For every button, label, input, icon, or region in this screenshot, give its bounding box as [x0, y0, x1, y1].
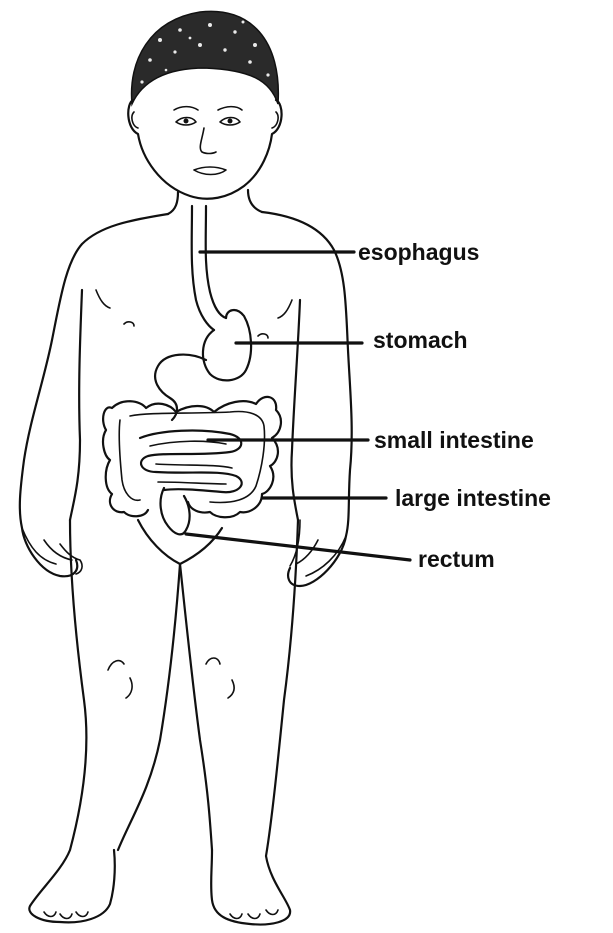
- child-body: [20, 190, 352, 924]
- right-knee: [206, 658, 234, 698]
- small-intestine-label: small intestine: [374, 427, 534, 453]
- right-leg-outer: [211, 520, 298, 924]
- digestive-organs: [103, 206, 281, 534]
- child-head: [128, 11, 281, 198]
- esophagus-tube: [192, 206, 214, 330]
- rectum-shape: [161, 488, 190, 534]
- large-intestine-label: large intestine: [395, 485, 551, 511]
- organ-labels: esophagus stomach small intestine large …: [358, 239, 551, 572]
- left-leg-inner: [118, 564, 180, 850]
- esophagus-label: esophagus: [358, 239, 479, 265]
- stomach-label: stomach: [373, 327, 468, 353]
- nose: [200, 128, 216, 154]
- neck-left: [168, 192, 178, 214]
- mouth: [194, 167, 226, 175]
- neck-right: [248, 190, 262, 212]
- right-pupil: [228, 119, 233, 124]
- groin: [138, 520, 222, 564]
- right-toes: [230, 910, 278, 919]
- left-toes: [44, 912, 88, 919]
- rectum-label: rectum: [418, 546, 495, 572]
- right-torso-side: [291, 300, 300, 520]
- left-torso-side: [70, 290, 82, 520]
- left-ear: [132, 112, 138, 128]
- left-knee: [108, 661, 132, 698]
- left-brow: [174, 107, 198, 110]
- right-chest-mark: [278, 300, 292, 318]
- right-brow: [218, 107, 242, 110]
- esophagus-tube-inner: [206, 206, 226, 318]
- right-nipple: [258, 334, 268, 338]
- left-nipple: [124, 322, 134, 326]
- left-chest-mark: [96, 290, 110, 308]
- hair: [132, 11, 279, 104]
- right-ear: [272, 112, 278, 128]
- stomach-shape: [203, 310, 251, 380]
- small-intestine-coils-inner: [150, 441, 232, 484]
- left-arm-torso: [20, 214, 168, 576]
- right-arm-torso: [262, 212, 352, 586]
- face-outline: [128, 100, 281, 199]
- right-leg-inner: [180, 564, 212, 850]
- left-leg-outer: [29, 520, 114, 922]
- left-pupil: [184, 119, 189, 124]
- leader-lines: [186, 252, 410, 560]
